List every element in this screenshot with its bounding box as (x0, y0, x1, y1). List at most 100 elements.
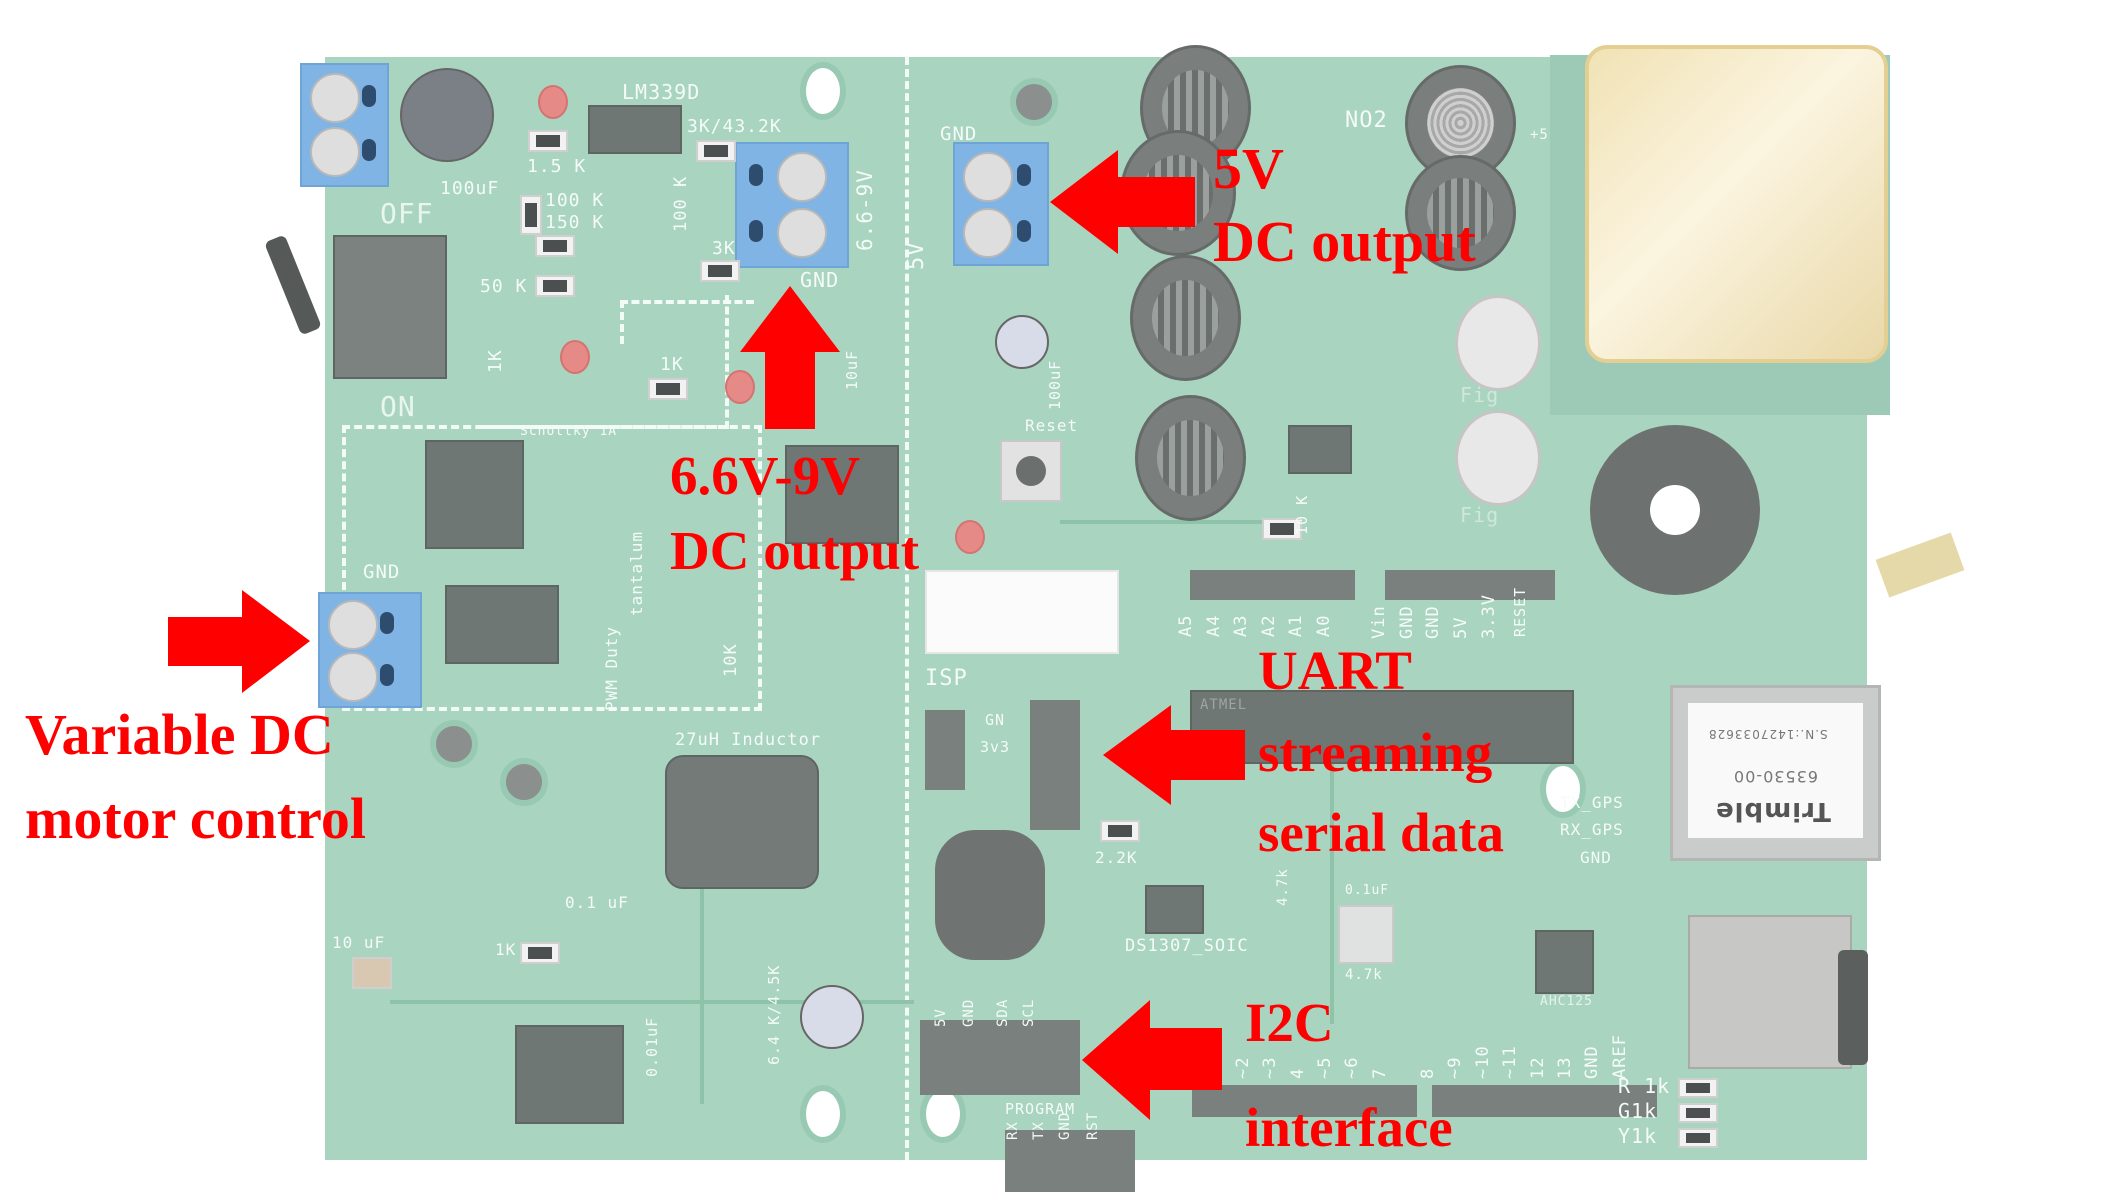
silk-r-4-7k-a: 4.7k (1275, 868, 1291, 906)
arrow-left-icon (1050, 150, 1195, 254)
buzzer (1590, 425, 1760, 595)
mounting-hole (500, 758, 548, 806)
power-pin-label: RESET (1511, 586, 1529, 637)
silk-r-100k-b: 100 K (671, 175, 691, 232)
digital-pin-label: ~10 (1473, 1045, 1493, 1079)
silk-cap-10uf: 10 uF (332, 933, 386, 952)
silk-r-100k: 100 K (545, 190, 605, 211)
chip-regulator (785, 445, 899, 544)
metal-gas-sensor (1455, 410, 1541, 506)
digital-pin-label: 12 (1528, 1056, 1548, 1079)
metal-gas-sensor (1455, 295, 1541, 391)
chip-ahc125 (1535, 930, 1594, 994)
silk-led-y: Y1k (1618, 1124, 1658, 1148)
silk-rx-gps: RX_GPS (1560, 820, 1624, 839)
silk-r-1-5k: 1.5 K (527, 156, 587, 177)
silk-cap-0-01uf: 0.01uF (643, 1016, 661, 1077)
mounting-hole (1010, 78, 1058, 126)
silk-fig-b: Fig (1460, 503, 1500, 527)
gas-sensor (1130, 255, 1241, 381)
power-header (1385, 570, 1555, 600)
program-pin-label: GND (1057, 1111, 1073, 1140)
chip-atmega-label: ATMEL (1200, 697, 1248, 713)
gps-model: 63530-00 (1733, 767, 1819, 786)
silk-gnd-motor: GND (363, 561, 401, 583)
terminal-block-power-in (300, 63, 389, 187)
digital-pin-label: ~2 (1233, 1056, 1253, 1079)
analog-pin-label: A0 (1314, 614, 1334, 637)
silk-no2: NO2 (1345, 108, 1388, 133)
silk-gnd-5v: GND (940, 123, 978, 145)
silk-r-10k-b: 10 K (1293, 494, 1311, 535)
analog-pin-label: A4 (1204, 614, 1224, 637)
arrow-uart (1103, 705, 1245, 805)
silk-outline (342, 425, 762, 711)
toggle-lever (264, 234, 322, 336)
analog-pin-label: A3 (1231, 614, 1251, 637)
led-red (560, 340, 590, 374)
terminal-block-motor (318, 592, 422, 708)
silk-5v: 5V (904, 241, 929, 271)
digital-pin-label: ~6 (1342, 1056, 1362, 1079)
terminal-block-5v (953, 142, 1049, 266)
smd-resistor (535, 235, 575, 257)
digital-pin-label: GND (1582, 1045, 1602, 1079)
dht-sensor-connector (925, 570, 1119, 654)
silk-r-150k: 150 K (545, 212, 605, 233)
analog-header (1190, 570, 1355, 600)
pcb-trace (390, 1000, 914, 1004)
arrow-variable-dc-motor (168, 590, 310, 693)
i2c-pin-label: SDA (995, 998, 1011, 1027)
program-pin-label: RX (1005, 1121, 1021, 1140)
smd-resistor (696, 140, 736, 162)
silk-6v6-9v: 6.6-9V (853, 169, 877, 251)
digital-pin-label: ~5 (1315, 1056, 1335, 1079)
silk-3v3: 3v3 (980, 738, 1011, 756)
smd-resistor (520, 942, 560, 964)
program-connector (1005, 1130, 1135, 1192)
silk-led-r: R 1k (1618, 1074, 1671, 1098)
chip-atmega: ATMEL (1190, 690, 1574, 764)
smd-resistor (1262, 518, 1302, 540)
digital-pin-label: ~11 (1500, 1045, 1520, 1079)
digital-header-high (1432, 1085, 1657, 1117)
toggle-switch (333, 235, 447, 379)
arrow-i2c (1082, 1000, 1222, 1120)
pressure-sensor (1338, 905, 1394, 964)
smd-resistor (648, 378, 688, 400)
digital-pin-label: AREF (1610, 1034, 1630, 1079)
electrolytic-capacitor (400, 68, 494, 162)
annotation-uart-line1: UART (1258, 640, 1412, 701)
gps-module: Trimble 63530-00 S.N.:1427033628 (1670, 685, 1881, 861)
arrow-6v6-9v-dc-output (740, 286, 840, 429)
silk-on: ON (380, 390, 416, 423)
inductor-27uh (665, 755, 819, 889)
silk-r-50k: 50 K (480, 276, 528, 297)
mounting-hole (430, 720, 478, 768)
i2c-connector (920, 1020, 1080, 1095)
reset-button (1000, 440, 1062, 502)
silk-cap-100uf-b: 100uF (1046, 359, 1064, 410)
power-pin-label: GND (1423, 605, 1443, 639)
analog-pin-label: A2 (1259, 614, 1279, 637)
silk-tx-gps: TX_GPS (1560, 793, 1624, 812)
uart-connector (1030, 700, 1080, 830)
silk-isp: ISP (925, 666, 968, 691)
electrolytic-capacitor (800, 985, 864, 1049)
silk-r-1k-a: 1K (485, 349, 506, 373)
silk-inductor: 27uH Inductor (675, 730, 822, 750)
rtc-coin-cell-holder (935, 830, 1045, 960)
silk-r-2-2k: 2.2K (1095, 848, 1138, 867)
arrow-up-icon (740, 286, 840, 429)
smd-resistor (1100, 820, 1140, 842)
co2-sensor-gold-can (1585, 45, 1888, 363)
silk-schottky: Schottky 1A (520, 424, 618, 439)
power-pin-label: 5V (1451, 616, 1471, 639)
power-pin-label: 3.3V (1479, 594, 1499, 639)
chip-lm339d (588, 105, 682, 154)
arrow-left-icon (1103, 705, 1245, 805)
silk-r-1k-b: 1K (660, 354, 684, 375)
isp-header (925, 710, 965, 790)
silk-led-g: G1k (1618, 1099, 1658, 1123)
